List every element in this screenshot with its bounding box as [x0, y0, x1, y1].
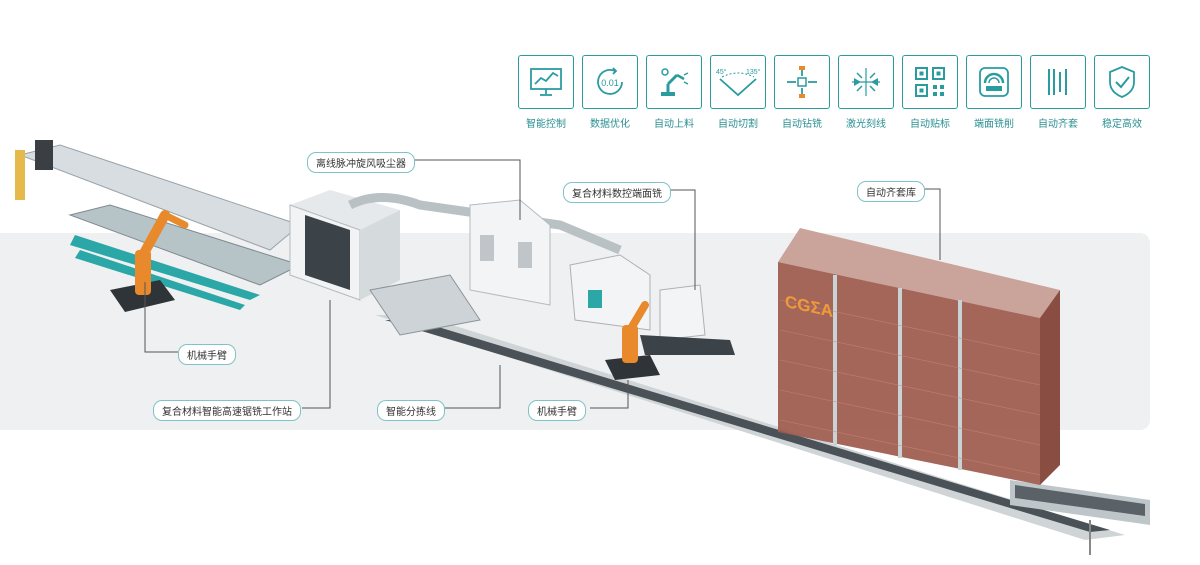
feature-auto-cutting: 45° 135° 自动切割: [710, 55, 766, 130]
feature-icon-row: 智能控制 0.01 数据优化 自动上料 45° 135° 自动切割 自动钻铣 激光…: [518, 55, 1150, 130]
monitor-chart-icon: [530, 68, 562, 96]
robot-arm-left-figure: [110, 210, 189, 312]
feature-auto-loading: 自动上料: [646, 55, 702, 130]
feature-auto-drill-mill: 自动钻铣: [774, 55, 830, 130]
callout-dust-collector: 离线脉冲旋风吸尘器: [307, 152, 415, 173]
qr-code-icon: [915, 67, 945, 97]
callout-kit-store: 自动齐套库: [857, 181, 925, 202]
end-milling-machine: [569, 254, 735, 355]
laser-arrows-icon: [852, 68, 880, 96]
face-mill-icon: [979, 67, 1009, 97]
feature-laser-scribe: 激光刻线: [838, 55, 894, 130]
feature-label: 自动切割: [718, 119, 758, 130]
callout-sorting-line: 智能分拣线: [377, 400, 445, 421]
callout-end-mill: 复合材料数控端面铣: [563, 182, 671, 203]
feature-stable-efficient: 稳定高效: [1094, 55, 1150, 130]
data-dial-icon: 0.01: [597, 67, 623, 95]
dial-glyph: 0.01: [601, 78, 619, 88]
feature-label: 智能控制: [526, 119, 566, 130]
callout-robot-arm-left: 机械手臂: [178, 344, 236, 365]
loading-rack: [15, 140, 302, 310]
dust-collector: [347, 193, 622, 306]
shield-check-icon: [1109, 66, 1135, 98]
feature-label: 自动齐套: [1038, 119, 1078, 130]
kit-store-cabinet: CGΣA: [778, 228, 1060, 485]
feature-auto-labeling: 自动贴标: [902, 55, 958, 130]
callout-robot-arm-right: 机械手臂: [528, 400, 586, 421]
feature-label: 自动贴标: [910, 119, 950, 130]
angle-left-label: 45°: [716, 68, 727, 76]
angle-cut-icon: 45° 135°: [716, 68, 761, 97]
feature-label: 激光刻线: [846, 119, 886, 130]
feature-label: 自动上料: [654, 119, 694, 130]
saw-mill-station: [289, 190, 481, 336]
feature-label: 稳定高效: [1102, 119, 1142, 130]
angle-right-label: 135°: [746, 68, 761, 76]
drill-target-icon: [787, 66, 817, 98]
feature-label: 自动钻铣: [782, 119, 822, 130]
feature-label: 端面铣削: [974, 119, 1014, 130]
feature-face-milling: 端面铣削: [966, 55, 1022, 130]
robot-arm-icon: [661, 68, 689, 96]
feature-label: 数据优化: [590, 119, 630, 130]
sorting-conveyor: [375, 315, 1150, 555]
callout-saw-station: 复合材料智能高速锯铣工作站: [153, 400, 301, 421]
feature-smart-control: 智能控制: [518, 55, 574, 130]
robot-arm-right-figure: [605, 301, 660, 380]
stack-bars-icon: [1048, 69, 1067, 95]
feature-data-optimization: 0.01 数据优化: [582, 55, 638, 130]
feature-auto-kitting: 自动齐套: [1030, 55, 1086, 130]
